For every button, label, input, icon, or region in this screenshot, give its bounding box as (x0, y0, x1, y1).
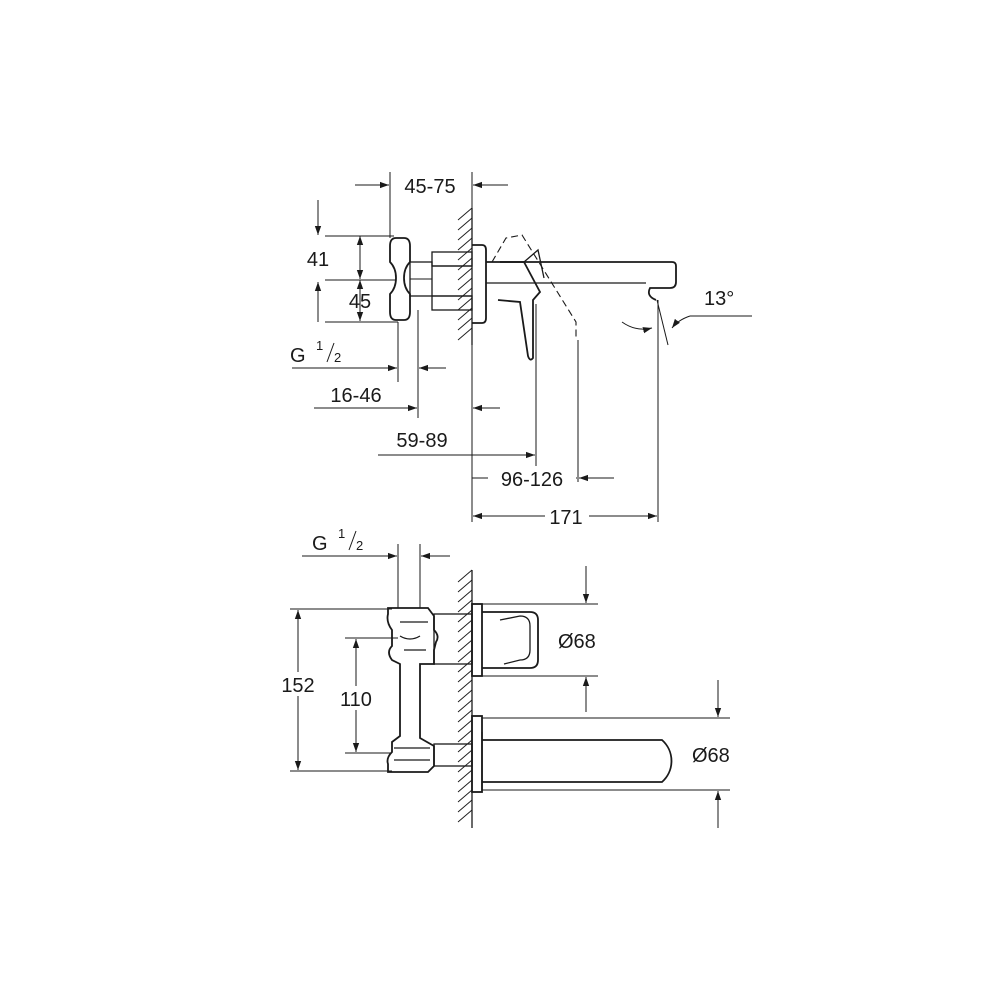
dim-171: 171 (473, 504, 657, 529)
wall-hatch-line (457, 589, 473, 603)
dim-41: 41 (307, 200, 364, 279)
spout-side (486, 261, 677, 301)
wall-front (457, 569, 473, 828)
dim-g-half-front: G 1 2 (302, 526, 450, 560)
mounting-body-front (386, 607, 473, 773)
dim-110: 110 (334, 639, 378, 752)
dim-label-16-46: 16-46 (330, 385, 381, 407)
wall-hatch-line (457, 599, 473, 613)
dim-label-g-numerator-side: 1 (316, 338, 323, 353)
wall-hatch-line (457, 287, 473, 301)
wall-hatch-line (457, 207, 473, 221)
wall-hatch-line (457, 709, 473, 723)
wall-hatch-line (457, 779, 473, 793)
dim-label-g-numerator-front: 1 (338, 526, 345, 541)
wall-hatch-line (457, 317, 473, 331)
dim-label-13-deg: 13° (704, 288, 734, 310)
wall-hatch-line (457, 569, 473, 583)
dim-label-g-denominator-side: 2 (334, 350, 341, 365)
dim-label-110: 110 (340, 689, 372, 711)
dim-label-152: 152 (281, 675, 314, 697)
wall-hatch-line (457, 749, 473, 763)
dim-label-41: 41 (307, 249, 329, 271)
lever-rosette-front (471, 603, 539, 677)
wall-hatch-line (457, 619, 473, 633)
dim-label-45: 45 (349, 291, 371, 313)
wall-hatch-line (457, 227, 473, 241)
dim-label-diameter-spout: Ø68 (692, 745, 730, 767)
wall-hatch-line (457, 237, 473, 251)
spout-front (471, 715, 673, 793)
dim-label-59-89: 59-89 (396, 430, 447, 452)
wall-hatch-line (457, 649, 473, 663)
wall-hatch-line (457, 799, 473, 813)
lever-handle-side (497, 248, 545, 361)
wall-hatch-line (457, 257, 473, 271)
wall-hatch-line (457, 639, 473, 653)
rosette-side (472, 244, 487, 324)
wall-side (457, 207, 473, 345)
dim-96-126: 96-126 (472, 466, 614, 491)
wall-hatch-line (457, 217, 473, 231)
mounting-box-side (389, 237, 473, 321)
wall-hatch-line (457, 669, 473, 683)
dim-45-75: 45-75 (355, 176, 508, 198)
wall-hatch-line (457, 699, 473, 713)
dim-diameter-lever: Ø68 (558, 566, 596, 712)
extension-lines-front (290, 544, 730, 791)
wall-hatch-line (457, 579, 473, 593)
wall-hatch-line (457, 327, 473, 341)
wall-hatch-line (457, 769, 473, 783)
dim-label-45-75: 45-75 (404, 176, 455, 198)
side-view: 45-75 41 45 G 1 2 16-46 (290, 172, 752, 529)
wall-hatch-line (457, 659, 473, 673)
dim-g-half-side: G 1 2 (290, 338, 446, 372)
dim-label-g-front: G (312, 533, 328, 555)
wall-hatch-line (457, 297, 473, 311)
dim-label-g-side: G (290, 345, 306, 367)
dim-152: 152 (276, 610, 320, 770)
wall-hatch-line (457, 629, 473, 643)
wall-hatch-line (457, 267, 473, 281)
wall-hatch-line (457, 609, 473, 623)
dim-label-g-denominator-front: 2 (356, 538, 363, 553)
front-view: G 1 2 152 110 Ø68 Ø68 (276, 526, 730, 828)
wall-hatch-line (457, 277, 473, 291)
wall-hatch-line (457, 789, 473, 803)
wall-hatch-line (457, 739, 473, 753)
wall-hatch-line (457, 809, 473, 823)
dim-16-46: 16-46 (314, 385, 500, 412)
wall-hatch-line (457, 679, 473, 693)
dim-label-171: 171 (549, 507, 582, 529)
dim-label-diameter-lever: Ø68 (558, 631, 596, 653)
wall-hatch-line (457, 729, 473, 743)
dim-45: 45 (314, 280, 371, 322)
dim-label-96-126: 96-126 (501, 469, 563, 491)
dim-59-89: 59-89 (378, 430, 535, 459)
wall-hatch-line (457, 247, 473, 261)
dim-angle-13: 13° (621, 288, 752, 346)
dim-diameter-spout: Ø68 (692, 680, 730, 828)
lever-handle-raised-side (491, 234, 577, 340)
wall-hatch-line (457, 719, 473, 733)
wall-hatch-line (457, 689, 473, 703)
